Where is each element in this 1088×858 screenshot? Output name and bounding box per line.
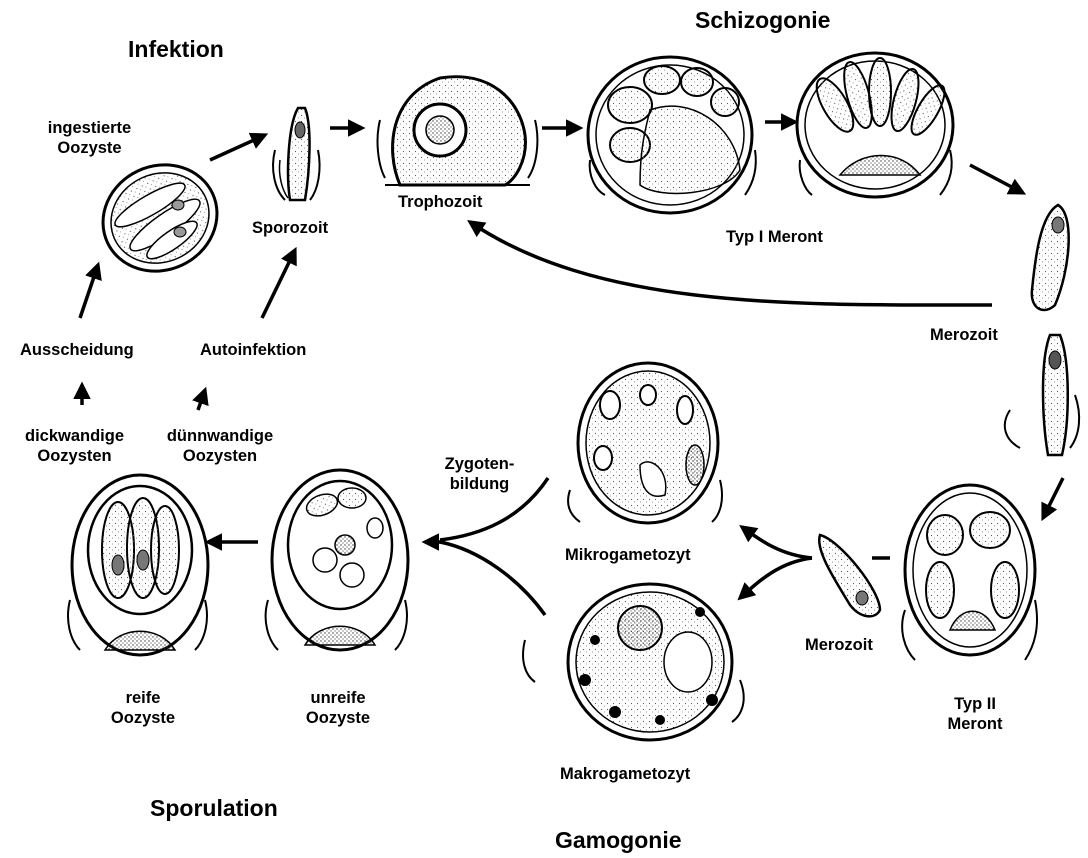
mature-oocyst-illustration (68, 475, 208, 655)
arrow-meront-to-merozoite (970, 165, 1023, 193)
label-mikrogametozyt: Mikrogametozyt (565, 545, 691, 565)
label-typ2-line2: Meront (930, 714, 1020, 734)
arrow-to-macrogametocyte (740, 558, 812, 598)
arrow-to-microgametocyte (742, 527, 812, 558)
label-unreife-line2: Oozyste (283, 708, 393, 728)
label-zygoten-line1: Zygoten- (432, 454, 527, 474)
arrow-oocyst-to-sporozoite (210, 135, 265, 160)
sporozoite-illustration (273, 108, 320, 200)
arrow-autoinfection (262, 250, 295, 318)
label-unreife-line1: unreife (283, 688, 393, 708)
merozoite-attached-illustration (1005, 335, 1079, 455)
label-typ2-line1: Typ II (930, 694, 1020, 714)
label-duennwandige-oozysten: dünnwandige Oozysten (155, 426, 285, 466)
label-ingestierte-line2: Oozyste (32, 138, 147, 158)
label-ingestierte-oozyste: ingestierte Oozyste (32, 118, 147, 158)
title-schizogonie: Schizogonie (695, 6, 830, 34)
title-sporulation: Sporulation (150, 794, 278, 822)
title-infektion: Infektion (128, 35, 224, 63)
arrow-thin-to-autoinfection (198, 390, 205, 410)
type1-meront-mature-illustration (797, 53, 953, 197)
title-gamogonie: Gamogonie (555, 826, 682, 854)
merozoite-bottom-illustration (819, 535, 880, 616)
trophozoite-illustration (378, 77, 538, 185)
arrow-merozoite-to-type2 (1043, 478, 1063, 518)
label-autoinfektion: Autoinfektion (200, 340, 306, 360)
label-duennwandige-line1: dünnwandige (155, 426, 285, 446)
arrow-excretion (80, 265, 98, 318)
label-trophozoit: Trophozoit (398, 192, 482, 212)
label-merozoit-right: Merozoit (930, 325, 998, 345)
label-unreife-oozyste: unreife Oozyste (283, 688, 393, 728)
label-ingestierte-line1: ingestierte (32, 118, 147, 138)
type2-meront-illustration (902, 485, 1037, 660)
immature-oocyst-illustration (266, 470, 408, 650)
macrogametocyte-illustration (523, 584, 744, 740)
label-reife-line2: Oozyste (88, 708, 198, 728)
merozoite-free-illustration (1032, 205, 1069, 310)
label-reife-line1: reife (88, 688, 198, 708)
label-dickwandige-line1: dickwandige (12, 426, 137, 446)
microgametocyte-illustration (568, 363, 722, 523)
arrow-zygote-from-macro (440, 542, 545, 615)
ingested-oocyst-illustration (85, 146, 234, 289)
label-duennwandige-line2: Oozysten (155, 446, 285, 466)
type1-meront-early-illustration (588, 57, 756, 213)
label-zygoten-line2: bildung (432, 474, 527, 494)
label-ausscheidung: Ausscheidung (20, 340, 134, 360)
label-merozoit-bottom: Merozoit (805, 635, 873, 655)
label-makrogametozyt: Makrogametozyt (560, 764, 690, 784)
label-typ1-meront: Typ I Meront (726, 227, 823, 247)
label-zygotenbildung: Zygoten- bildung (432, 454, 527, 494)
label-dickwandige-line2: Oozysten (12, 446, 137, 466)
label-reife-oozyste: reife Oozyste (88, 688, 198, 728)
label-dickwandige-oozysten: dickwandige Oozysten (12, 426, 137, 466)
label-sporozoit: Sporozoit (252, 218, 328, 238)
label-typ2-meront: Typ II Meront (930, 694, 1020, 734)
